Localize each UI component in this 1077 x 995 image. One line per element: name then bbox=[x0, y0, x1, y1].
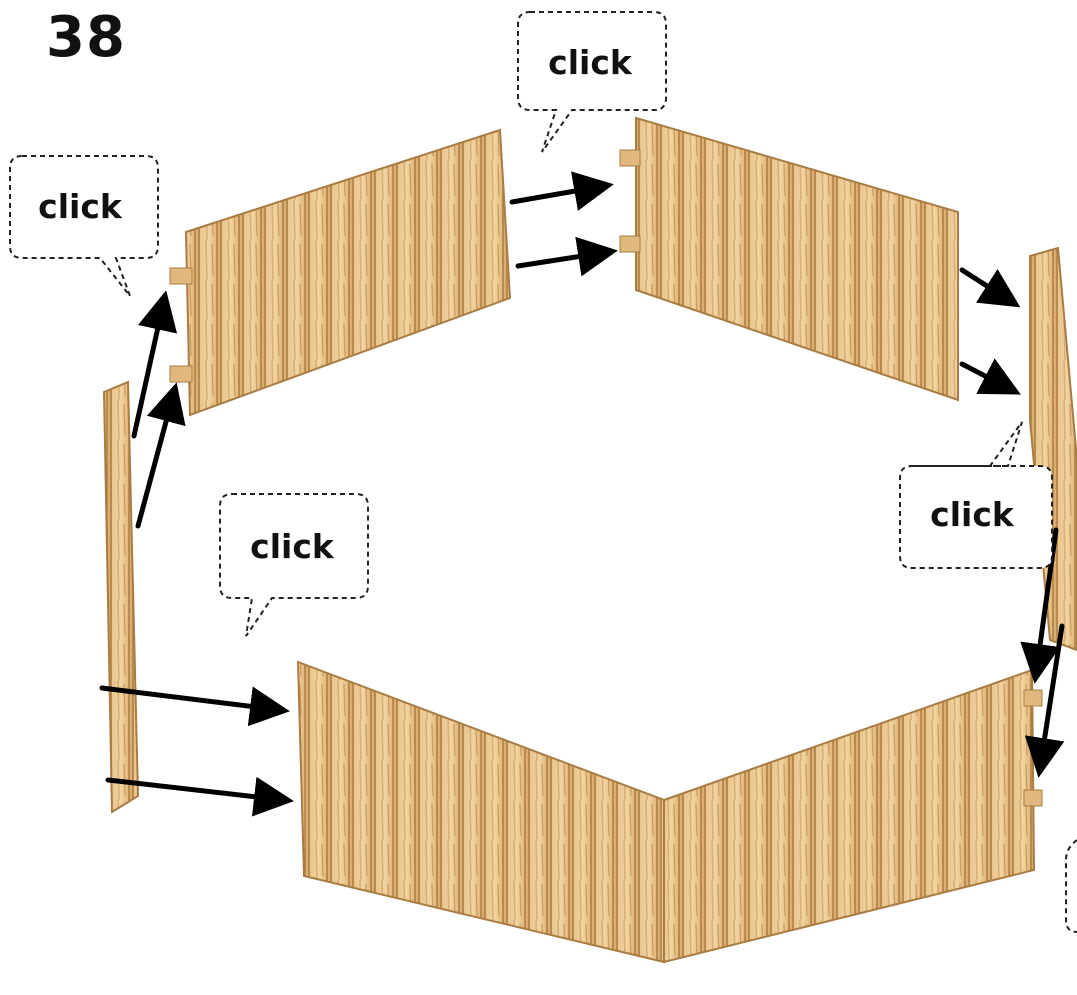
fence-panel-top-left bbox=[169, 128, 512, 417]
step-number: 38 bbox=[46, 5, 126, 70]
arrow-icon bbox=[1020, 527, 1060, 684]
arrow-icon bbox=[959, 358, 1021, 395]
callout-text: click bbox=[38, 187, 123, 226]
fence-panel-right bbox=[1029, 246, 1077, 652]
callout-text: click bbox=[548, 43, 633, 82]
fence-panel-bottom-left bbox=[296, 660, 665, 964]
callout-bubble-4: click bbox=[899, 421, 1053, 569]
callout-text: click bbox=[930, 495, 1015, 534]
arrow-icon bbox=[135, 382, 186, 529]
fence-panel-top-right bbox=[619, 116, 959, 402]
arrow-icon bbox=[99, 685, 290, 727]
arrow-icon bbox=[1024, 623, 1065, 778]
arrow-icon bbox=[131, 290, 178, 439]
fence-panel-left bbox=[102, 380, 140, 814]
arrow-icon bbox=[959, 267, 1021, 308]
arrow-icon bbox=[515, 236, 618, 277]
fence-panel-bottom-right bbox=[663, 668, 1043, 964]
arrow-icon bbox=[509, 171, 614, 211]
arrow-icon bbox=[105, 776, 294, 817]
callout-bubble-1: click bbox=[9, 155, 159, 297]
callout-bubble-3: click bbox=[219, 493, 369, 637]
callout-text: click bbox=[250, 527, 335, 566]
callout-bubble-2: click bbox=[517, 11, 667, 153]
callout-bubble-partial bbox=[1065, 839, 1077, 933]
assembly-arrows bbox=[99, 171, 1065, 817]
